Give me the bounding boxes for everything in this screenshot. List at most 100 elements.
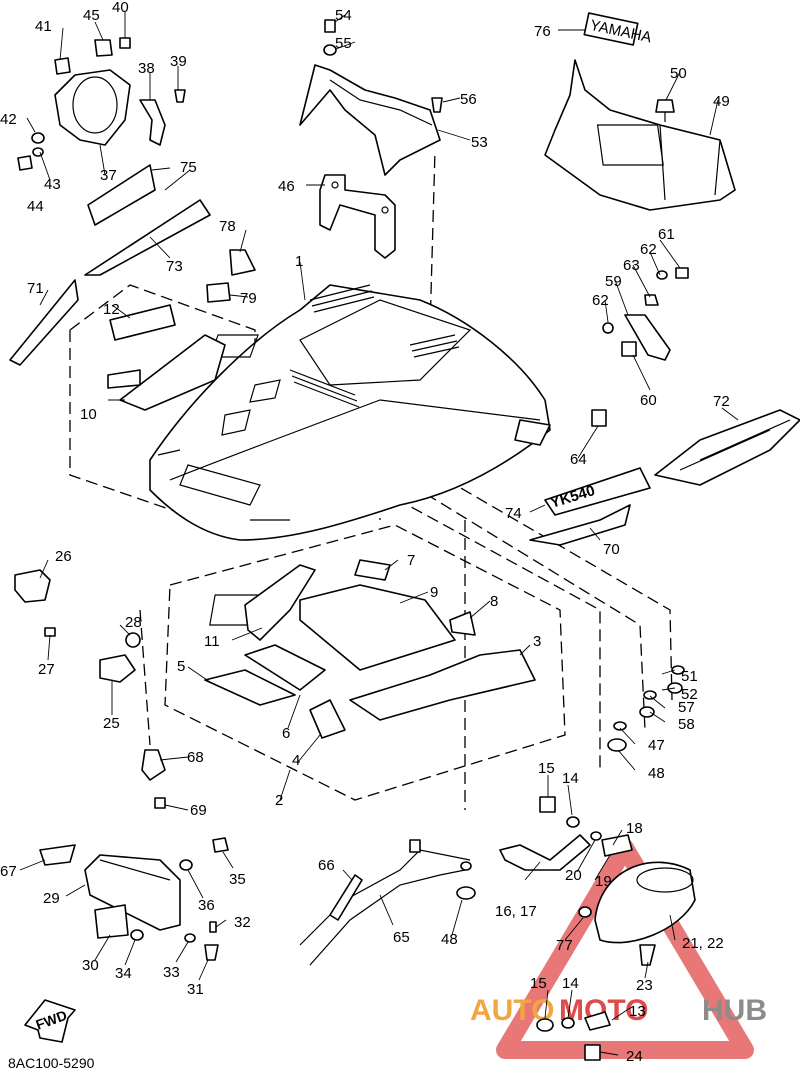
strip-75 <box>87 164 156 226</box>
diagram-code: 8AC100-5290 <box>8 1055 95 1071</box>
callout-10: 10 <box>80 406 97 423</box>
liner-6 <box>244 644 326 691</box>
callout-24: 24 <box>626 1048 643 1065</box>
callout-20: 20 <box>565 867 582 884</box>
callout-60: 60 <box>640 392 657 409</box>
small-brackets <box>14 569 166 809</box>
rear-cowl <box>544 59 736 211</box>
strip-71 <box>9 279 79 366</box>
callout-42: 42 <box>0 111 17 128</box>
watermark-triangle <box>496 839 754 1059</box>
watermark: AUTO MOTO HUB <box>470 839 767 1059</box>
hood-shell <box>149 284 551 541</box>
callout-59: 59 <box>605 273 622 290</box>
liner-11 <box>244 564 316 641</box>
headlight-shroud <box>54 69 131 146</box>
callout-62a: 62 <box>640 241 657 258</box>
callout-40: 40 <box>112 0 129 16</box>
inner-liner-parts <box>204 559 536 739</box>
callout-51: 51 <box>681 668 698 685</box>
hood-vent-slots <box>289 284 460 408</box>
callout-18: 18 <box>626 820 643 837</box>
callout-78: 78 <box>219 218 236 235</box>
callout-68: 68 <box>187 749 204 766</box>
cable-assembly <box>299 839 476 966</box>
callout-53: 53 <box>471 134 488 151</box>
callout-56: 56 <box>460 91 477 108</box>
liner-3 <box>349 649 536 721</box>
callout-26: 26 <box>55 548 72 565</box>
callout-61: 61 <box>658 226 675 243</box>
rear-cowl-assembly: YAMAHA <box>544 12 736 211</box>
callout-62b: 62 <box>592 292 609 309</box>
callout-21-22: 21, 22 <box>682 935 724 952</box>
callout-73: 73 <box>166 258 183 275</box>
bracket-46 <box>319 174 396 259</box>
callout-labels: 1 2 3 4 5 6 7 8 9 10 11 12 13 14 14 15 1… <box>0 0 730 1065</box>
trim-strips: YK540 <box>9 164 800 546</box>
callout-27: 27 <box>38 661 55 678</box>
callout-3: 3 <box>533 633 541 650</box>
callout-11: 11 <box>204 633 220 650</box>
callout-65: 65 <box>393 929 410 946</box>
callout-13: 13 <box>629 1003 646 1020</box>
callout-48b: 48 <box>441 931 458 948</box>
leader-lines <box>19 12 739 1056</box>
callout-57: 57 <box>678 699 695 716</box>
strip-70 <box>529 504 631 546</box>
windshield <box>299 64 441 176</box>
callout-41: 41 <box>35 18 52 35</box>
callout-71: 71 <box>27 280 44 297</box>
hood-assembly <box>149 284 551 541</box>
callout-52: 52 <box>681 686 698 703</box>
callout-37: 37 <box>100 167 117 184</box>
callout-31: 31 <box>187 981 204 998</box>
callout-6: 6 <box>282 725 290 742</box>
lower-left-group: FWD <box>24 837 229 1043</box>
callout-50: 50 <box>670 65 687 82</box>
callout-55: 55 <box>335 35 352 52</box>
callout-5: 5 <box>177 658 185 675</box>
callout-14a: 14 <box>562 770 579 787</box>
callout-15a: 15 <box>538 760 555 777</box>
strip-73 <box>84 199 211 276</box>
callout-44: 44 <box>27 198 44 215</box>
callout-58: 58 <box>678 716 695 733</box>
callout-9: 9 <box>430 584 438 601</box>
callout-36: 36 <box>198 897 215 914</box>
callout-12: 12 <box>103 301 120 318</box>
callout-43: 43 <box>44 176 61 193</box>
callout-45: 45 <box>83 7 100 24</box>
callout-76: 76 <box>534 23 551 40</box>
callout-79: 79 <box>240 290 257 307</box>
callout-14b: 14 <box>562 975 579 992</box>
brand-plate: YAMAHA <box>583 12 653 46</box>
callout-23: 23 <box>636 977 653 994</box>
callout-63: 63 <box>623 257 640 274</box>
callout-2: 2 <box>275 792 283 809</box>
callout-54: 54 <box>335 7 352 24</box>
callout-48a: 48 <box>648 765 665 782</box>
liner-5 <box>204 669 296 706</box>
callout-74: 74 <box>505 505 522 522</box>
callout-38: 38 <box>138 60 155 77</box>
watermark-hub: HUB <box>702 994 767 1027</box>
callout-70: 70 <box>603 541 620 558</box>
headlight-shroud-assembly <box>17 37 186 171</box>
callout-19: 19 <box>595 873 612 890</box>
liner-9 <box>299 584 456 671</box>
callout-16-17: 16, 17 <box>495 903 537 920</box>
callout-34: 34 <box>115 965 132 982</box>
callout-67: 67 <box>0 863 17 880</box>
callout-46: 46 <box>278 178 295 195</box>
callout-30: 30 <box>82 957 99 974</box>
headlight-assembly <box>499 796 696 1061</box>
callout-69: 69 <box>190 802 207 819</box>
callout-75: 75 <box>180 159 197 176</box>
callout-72: 72 <box>713 393 730 410</box>
callout-1: 1 <box>295 253 303 270</box>
callout-15b: 15 <box>530 975 547 992</box>
callout-32: 32 <box>234 914 251 931</box>
callout-47: 47 <box>648 737 665 754</box>
